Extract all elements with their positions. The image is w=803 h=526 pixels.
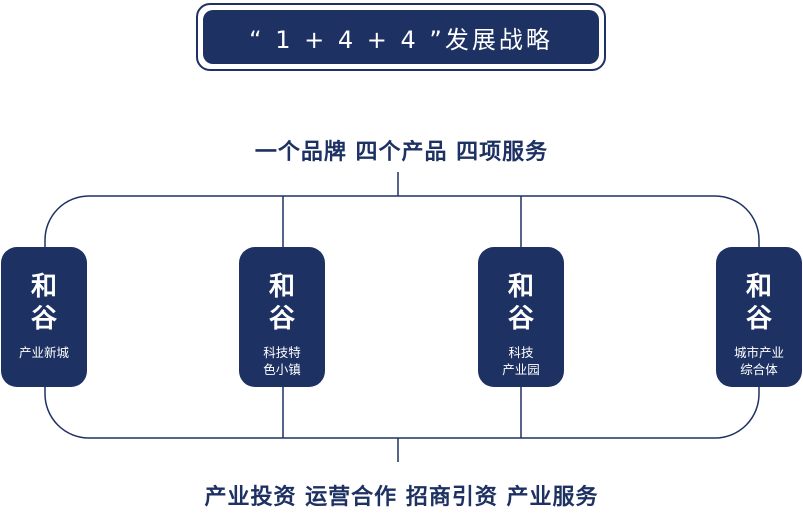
- card-brand: 和 谷: [268, 272, 295, 334]
- card-desc: 城市产业 综合体: [733, 345, 784, 377]
- bottom-connector: [44, 387, 760, 439]
- top-connector: [44, 195, 760, 247]
- card-brand: 和 谷: [30, 272, 57, 334]
- card-urban-complex: 和 谷 城市产业 综合体: [716, 247, 802, 387]
- card-tech-park: 和 谷 科技 产业园: [478, 247, 564, 387]
- card-brand: 和 谷: [745, 272, 772, 334]
- card-industrial-new-city: 和 谷 产业新城: [1, 247, 87, 387]
- card-desc: 科技特 色小镇: [263, 345, 301, 377]
- bottom-summary: 产业投资 运营合作 招商引资 产业服务: [204, 485, 599, 510]
- card-desc: 科技 产业园: [502, 345, 540, 377]
- top-summary: 一个品牌 四个产品 四项服务: [254, 140, 549, 165]
- card-desc: 产业新城: [18, 345, 69, 360]
- title-banner: “ 1 + 4 + 4 ”发展战略: [196, 3, 606, 71]
- title-text: “ 1 + 4 + 4 ”发展战略: [203, 10, 599, 64]
- card-tech-town: 和 谷 科技特 色小镇: [239, 247, 325, 387]
- card-brand: 和 谷: [507, 272, 534, 334]
